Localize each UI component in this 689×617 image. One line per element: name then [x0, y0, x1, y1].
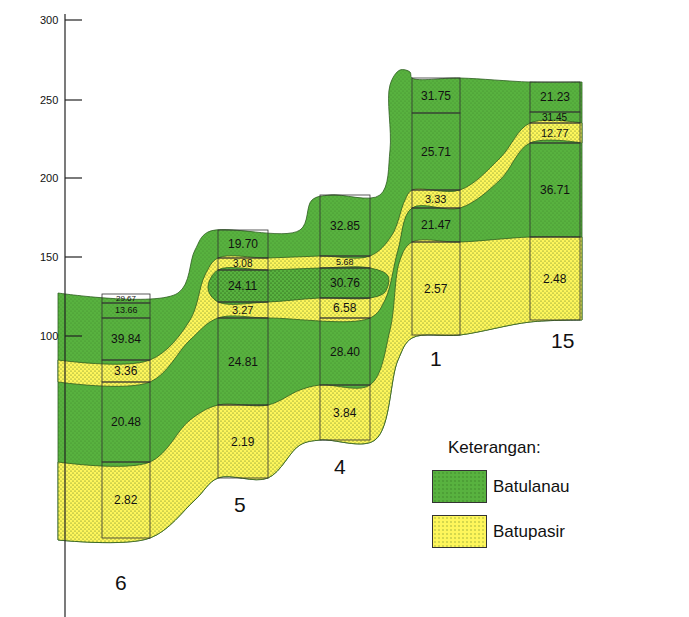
layer-band [208, 267, 389, 305]
thickness-value: 25.71 [421, 146, 451, 158]
well-number: 4 [334, 456, 346, 477]
cell-border [218, 318, 268, 405]
thickness-value: 5.68 [336, 258, 354, 267]
layer-texture [58, 237, 582, 543]
axis-value: 150 [40, 252, 58, 263]
depth-axis [65, 14, 82, 617]
axis-tick [65, 256, 82, 257]
legend-swatch [432, 515, 487, 548]
cell-border [218, 258, 268, 270]
cell-border [102, 318, 150, 360]
cell-border [320, 256, 370, 268]
axis-tick [65, 19, 82, 20]
cell-border [102, 360, 150, 382]
cell-border [412, 78, 460, 113]
legend-title: Keterangan: [448, 439, 541, 456]
cell-border [320, 318, 370, 385]
axis-value: 100 [40, 331, 58, 342]
thickness-value: 24.11 [228, 280, 257, 292]
thickness-value: 28.40 [330, 346, 360, 358]
thickness-value: 6.58 [333, 302, 356, 314]
cell-border [320, 298, 370, 318]
cell-border [102, 382, 150, 462]
thickness-value: 19.70 [228, 238, 258, 250]
well-number: 5 [234, 494, 246, 515]
thickness-value: 3.33 [425, 194, 446, 205]
legend-text: Batulanau [493, 478, 570, 495]
cell-border [218, 230, 268, 258]
thickness-value: 20.48 [111, 416, 141, 428]
thickness-value: 29.67 [116, 295, 136, 303]
well-number: 15 [551, 330, 574, 351]
layer-texture [208, 267, 389, 305]
cell-border [530, 123, 580, 143]
thickness-value: 12.77 [541, 128, 569, 139]
thickness-value: 3.27 [232, 305, 253, 316]
axis-value: 250 [40, 95, 58, 106]
cell-border [218, 405, 268, 478]
cell-border [530, 82, 580, 112]
cell-border [412, 190, 460, 208]
thickness-value: 36.71 [540, 184, 570, 196]
axis-line [64, 14, 65, 617]
thickness-value: 2.82 [114, 494, 137, 506]
cell-border [412, 208, 460, 242]
cell-border [530, 112, 580, 123]
axis-tick [65, 177, 82, 178]
cell-border [412, 242, 460, 335]
cell-border [218, 302, 268, 318]
thickness-value: 3.36 [114, 365, 137, 377]
thickness-value: 31.75 [421, 90, 451, 102]
legend-entry: Batupasir [432, 515, 682, 549]
thickness-value: 21.23 [540, 91, 570, 103]
legend-swatch [432, 470, 487, 503]
cell-border [102, 303, 150, 318]
thickness-value: 3.84 [333, 407, 356, 419]
cell-border [102, 294, 150, 303]
layer-band [58, 70, 582, 543]
cell-border [412, 113, 460, 190]
cell-border [218, 270, 268, 302]
axis-value: 300 [40, 15, 58, 26]
layer-texture [58, 70, 582, 543]
cell-border [320, 195, 370, 256]
thickness-value: 24.81 [228, 356, 258, 368]
thickness-value: 3.08 [233, 259, 252, 269]
axis-value: 200 [40, 173, 58, 184]
thickness-value: 2.57 [424, 283, 447, 295]
thickness-value: 2.48 [543, 273, 566, 285]
cell-border [102, 462, 150, 538]
well-number: 1 [430, 348, 442, 369]
layer-texture [58, 120, 582, 386]
thickness-value: 39.84 [111, 333, 141, 345]
thickness-value: 2.19 [231, 436, 254, 448]
thickness-value: 21.47 [421, 219, 451, 231]
well-number: 6 [115, 572, 127, 593]
legend-entry: Batulanau [432, 470, 682, 504]
thickness-value: 30.76 [330, 277, 360, 289]
cell-border [530, 237, 580, 320]
cell-border [320, 268, 370, 298]
cell-border [530, 143, 580, 237]
axis-tick [65, 99, 82, 100]
legend-text: Batupasir [493, 523, 565, 540]
thickness-value: 13.66 [115, 306, 138, 315]
thickness-value: 31.45 [542, 113, 567, 123]
axis-tick [65, 335, 82, 336]
cell-border [320, 385, 370, 440]
thickness-value: 32.85 [330, 220, 360, 232]
